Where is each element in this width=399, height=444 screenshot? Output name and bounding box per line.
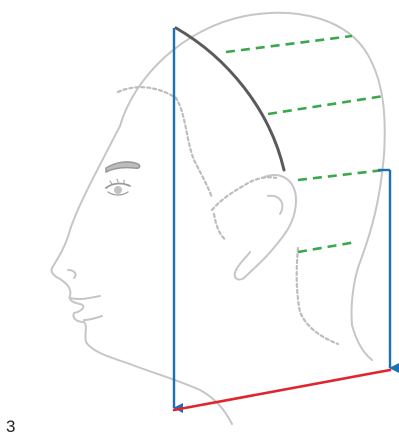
hairline-dotted bbox=[118, 87, 338, 344]
green-guide-3 bbox=[298, 170, 384, 180]
head-profile-outline bbox=[51, 13, 384, 424]
eyebrow bbox=[106, 162, 140, 172]
ear-outline bbox=[235, 175, 296, 280]
blue-arrows bbox=[174, 28, 390, 408]
neck-back bbox=[352, 325, 372, 360]
chin-detail bbox=[84, 316, 102, 320]
inner-ear bbox=[268, 196, 282, 214]
green-guide-1 bbox=[226, 36, 352, 52]
nostril bbox=[68, 270, 76, 278]
eye-iris bbox=[114, 186, 122, 194]
mouth-line bbox=[70, 296, 100, 299]
eye-and-eyebrow bbox=[106, 162, 140, 195]
red-baseline bbox=[174, 370, 390, 410]
section-curve bbox=[176, 28, 284, 170]
front-hairline bbox=[118, 87, 212, 198]
nape-hairline bbox=[297, 248, 338, 344]
skull-outline bbox=[120, 13, 385, 325]
neck-front bbox=[200, 390, 232, 424]
sideburn-hairline bbox=[214, 214, 226, 240]
ear-hairline bbox=[212, 177, 276, 210]
green-guidelines bbox=[226, 36, 384, 252]
green-guide-4 bbox=[298, 242, 356, 252]
green-guide-2 bbox=[268, 96, 384, 114]
step-number: 3 bbox=[6, 418, 15, 435]
